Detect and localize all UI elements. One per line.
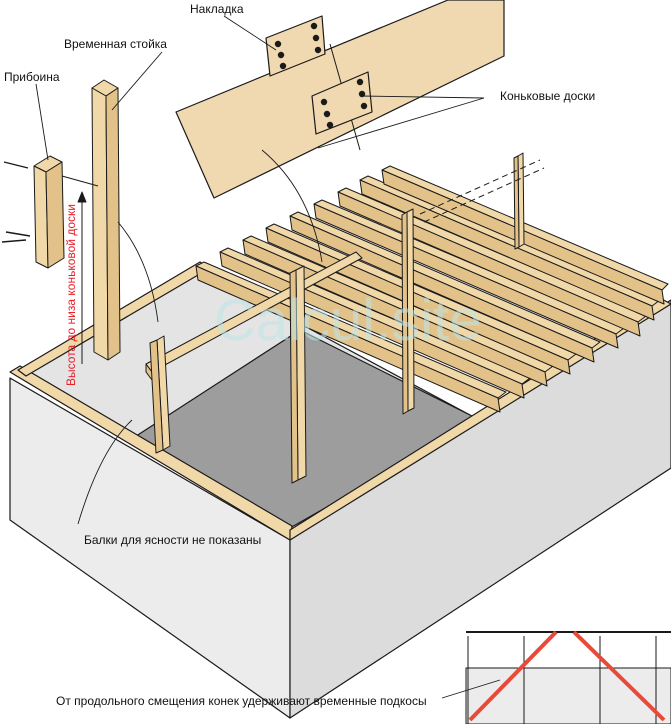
temporary-brace	[468, 630, 666, 722]
nakladka-plate-top	[265, 15, 326, 77]
label-temporary-braces: От продольного смещения конек удерживают…	[56, 694, 427, 708]
rafter	[289, 211, 601, 363]
label-height-to-ridge-bottom: Высота до низа коньковой доски	[64, 204, 78, 386]
leader-lines	[35, 15, 501, 699]
brace-inset	[465, 630, 671, 724]
label-beams-not-shown: Балки для ясности не показаны	[84, 533, 261, 547]
temp-post	[513, 152, 525, 250]
label-temporary-post: Временная стойка	[64, 37, 167, 51]
label-priboina: Прибоина	[4, 70, 60, 84]
ridge-boards-detail	[175, 0, 505, 199]
top-plate-left	[9, 365, 293, 541]
temporary-post-detail	[91, 79, 121, 361]
label-nakladka: Накладка	[190, 2, 244, 16]
left-detail	[1, 79, 121, 364]
rafters	[145, 165, 669, 413]
priboina-board	[33, 155, 65, 269]
label-ridge-boards: Коньковые доски	[500, 89, 595, 103]
ridge-dashed-line	[419, 159, 545, 223]
nakladka-plate-bottom	[311, 71, 373, 135]
temp-post	[149, 335, 171, 454]
rafter	[359, 175, 661, 321]
nail	[1, 161, 31, 243]
temporary-posts	[149, 152, 525, 484]
watermark: Calcul.site	[214, 288, 482, 353]
temp-post	[289, 265, 307, 484]
building-box	[9, 261, 671, 719]
temp-post	[401, 208, 415, 415]
